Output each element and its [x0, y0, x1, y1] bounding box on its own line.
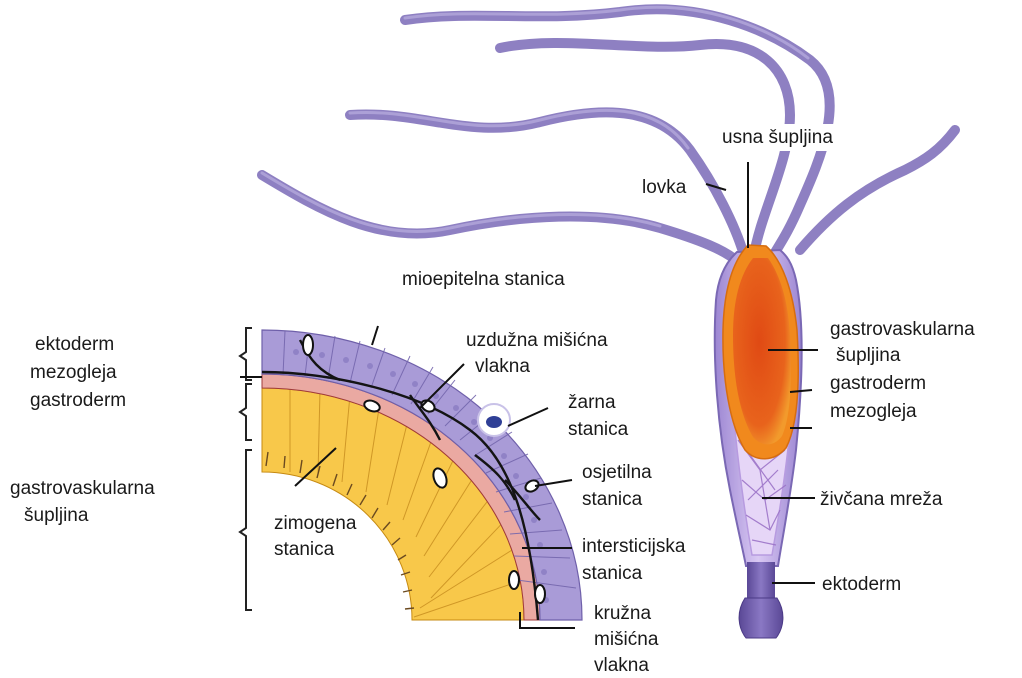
- bracket-ectoderm: [240, 328, 252, 380]
- label-tentacle: lovka: [642, 176, 686, 199]
- leader-cnidocyte: [508, 408, 548, 426]
- label-gastroderm-right: gastroderm: [830, 372, 926, 395]
- label-sensory-2: stanica: [582, 488, 642, 511]
- label-interstitial-1: intersticijska: [582, 535, 685, 558]
- bracket-gastroderm: [240, 384, 252, 440]
- left-brackets: [240, 328, 252, 610]
- label-mesoglea-left: mezogleja: [30, 361, 117, 384]
- bracket-cavity: [240, 450, 252, 610]
- label-circular-2: mišićna: [594, 628, 658, 651]
- label-gastrovascular-left-1: gastrovaskularna: [10, 477, 155, 500]
- cnidocyte: [478, 404, 510, 436]
- label-sensory-1: osjetilna: [582, 461, 652, 484]
- foot-stalk: [747, 562, 775, 602]
- label-zymogen-1: zimogena: [274, 512, 356, 535]
- label-longitudinal-fibers-1: uzdužna mišićna: [466, 329, 608, 352]
- label-gastrovascular-right-1: gastrovaskularna: [830, 318, 975, 341]
- label-circular-1: kružna: [594, 602, 651, 625]
- foot-disc: [739, 598, 783, 638]
- hydra-body: [715, 245, 802, 638]
- label-myoepithelial-cell: mioepitelna stanica: [402, 268, 565, 291]
- label-ectoderm-left: ektoderm: [35, 333, 114, 356]
- label-cnidocyte-1: žarna: [568, 391, 616, 414]
- label-gastroderm-left: gastroderm: [30, 389, 126, 412]
- label-circular-3: vlakna: [594, 654, 649, 677]
- tissue-section: [262, 330, 582, 620]
- label-interstitial-2: stanica: [582, 562, 642, 585]
- label-gastrovascular-left-2: šupljina: [24, 504, 88, 527]
- label-nerve-net: živčana mreža: [820, 488, 943, 511]
- leader-myoepithelial: [372, 326, 378, 345]
- label-cnidocyte-2: stanica: [568, 418, 628, 441]
- label-ectoderm-right: ektoderm: [822, 573, 901, 596]
- label-gastrovascular-right-2: šupljina: [836, 344, 900, 367]
- label-zymogen-2: stanica: [274, 538, 334, 561]
- label-longitudinal-fibers-2: vlakna: [475, 355, 530, 378]
- label-oral-cavity: usna šupljina: [718, 124, 837, 151]
- label-mesoglea-right: mezogleja: [830, 400, 917, 423]
